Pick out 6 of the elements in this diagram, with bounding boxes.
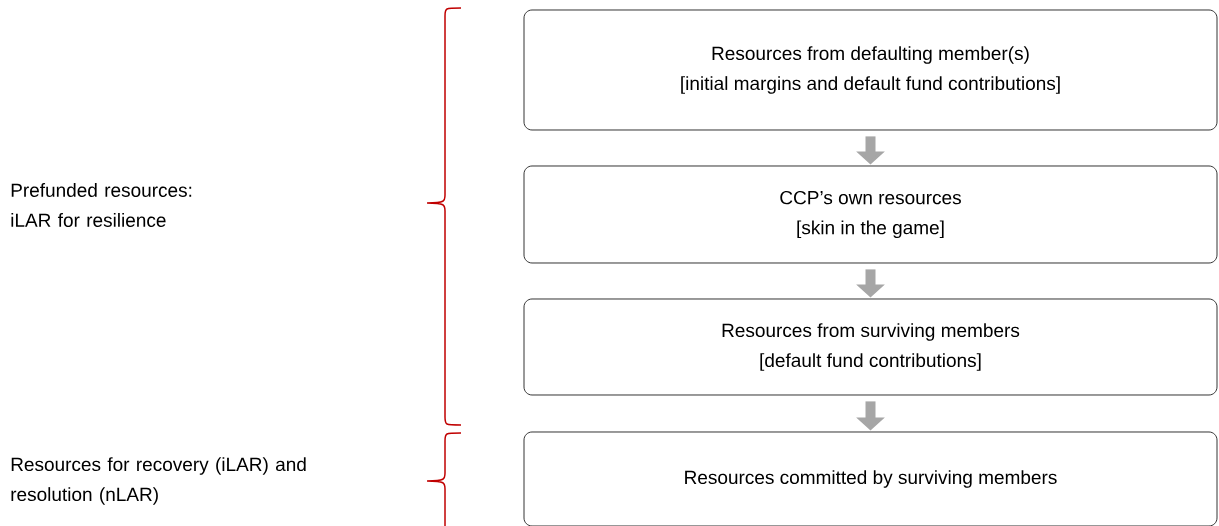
process-box: CCP’s own resources [skin in the game] [523, 165, 1218, 264]
process-box: Resources from defaulting member(s) [initial margins and default fund contributions] [523, 9, 1218, 131]
bracket-label: Resources for recovery (iLAR) and resolution (nLAR) [11, 457, 306, 505]
process-box: Resources committed by surviving members [523, 431, 1218, 526]
process-box: Resources from surviving members [default fund contributions] [523, 298, 1218, 396]
bracket-label: Prefunded resources: iLAR for resilience [11, 183, 192, 227]
